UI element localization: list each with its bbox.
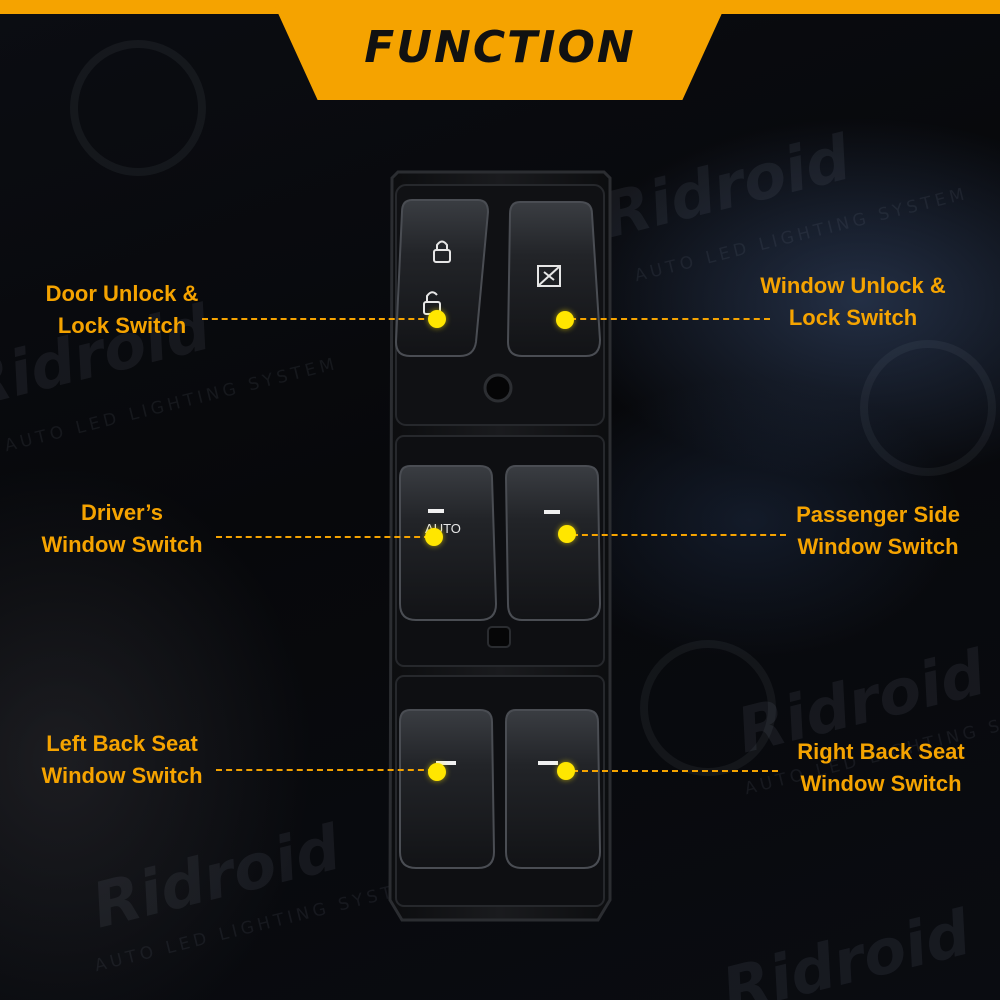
callout-left-back-window-line1: Left Back Seat bbox=[46, 731, 198, 756]
header-banner bbox=[272, 0, 728, 100]
leader-passenger-window bbox=[572, 534, 786, 536]
passenger-window-switch-button bbox=[504, 465, 602, 621]
callout-passenger-window-line1: Passenger Side bbox=[796, 502, 960, 527]
door-lock-button bbox=[394, 199, 490, 357]
marker-door-lock bbox=[428, 310, 446, 328]
right-back-window-indicator bbox=[538, 761, 558, 765]
lock-icon bbox=[433, 240, 451, 263]
watermark-badge-top-left bbox=[70, 40, 206, 176]
leader-left-back-window bbox=[216, 769, 434, 771]
left-back-window-switch-button bbox=[399, 709, 496, 869]
leader-driver-window bbox=[216, 536, 430, 538]
leader-window-lock bbox=[570, 318, 770, 320]
marker-left-back-window bbox=[428, 763, 446, 781]
passenger-window-indicator bbox=[544, 510, 560, 514]
marker-right-back-window bbox=[557, 762, 575, 780]
callout-passenger-window: Passenger Side Window Switch bbox=[776, 499, 980, 563]
callout-door-lock: Door Unlock & Lock Switch bbox=[22, 278, 222, 342]
driver-window-indicator bbox=[428, 509, 444, 513]
callout-door-lock-line1: Door Unlock & bbox=[45, 281, 199, 306]
callout-left-back-window-line2: Window Switch bbox=[41, 763, 203, 788]
leader-right-back-window bbox=[572, 770, 778, 772]
watermark-badge-bottom-left bbox=[640, 640, 776, 776]
callout-window-lock-line2: Lock Switch bbox=[788, 305, 918, 330]
callout-right-back-window-line1: Right Back Seat bbox=[797, 739, 965, 764]
callout-driver-window-line1: Driver’s bbox=[81, 500, 163, 525]
marker-driver-window bbox=[425, 528, 443, 546]
window-lock-icon bbox=[537, 265, 561, 287]
callout-left-back-window: Left Back Seat Window Switch bbox=[18, 728, 226, 792]
marker-passenger-window bbox=[558, 525, 576, 543]
marker-window-lock bbox=[556, 311, 574, 329]
callout-window-lock-line1: Window Unlock & bbox=[760, 273, 946, 298]
callout-passenger-window-line2: Window Switch bbox=[797, 534, 959, 559]
watermark-badge-right bbox=[860, 340, 996, 476]
leader-door-lock bbox=[202, 318, 434, 320]
callout-driver-window: Driver’s Window Switch bbox=[22, 497, 222, 561]
callout-window-lock: Window Unlock & Lock Switch bbox=[748, 270, 958, 334]
callout-right-back-window-line2: Window Switch bbox=[800, 771, 962, 796]
driver-window-switch-button bbox=[399, 465, 498, 621]
callout-door-lock-line2: Lock Switch bbox=[57, 313, 187, 338]
callout-driver-window-line2: Window Switch bbox=[41, 532, 203, 557]
left-back-window-indicator bbox=[436, 761, 456, 765]
right-back-window-switch-button bbox=[505, 709, 602, 869]
callout-right-back-window: Right Back Seat Window Switch bbox=[776, 736, 986, 800]
page-title: FUNCTION bbox=[364, 22, 636, 73]
